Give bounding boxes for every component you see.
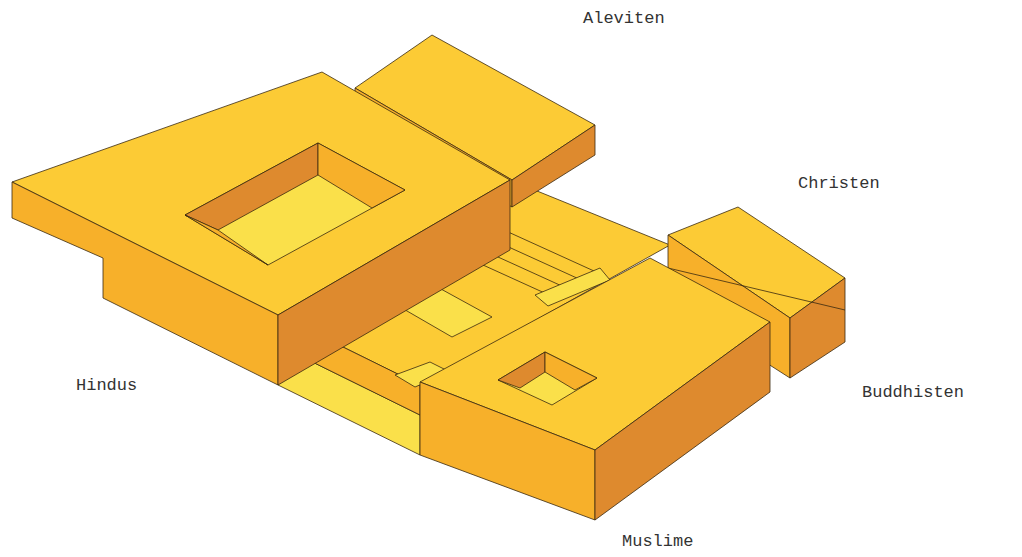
muslime-block	[595, 322, 770, 520]
religion-label: Christen	[798, 175, 880, 192]
courtyard-wall	[498, 352, 545, 388]
religion-label: Hindus	[76, 377, 137, 394]
religion-label: Muslime	[622, 533, 693, 550]
courtyard	[185, 143, 405, 265]
religion-label: Aleviten	[583, 10, 665, 27]
aleviten-block	[512, 125, 595, 207]
courtyard	[498, 352, 597, 405]
muslime-block	[420, 382, 595, 520]
religion-label: Buddhisten	[862, 384, 964, 401]
courtyard-wall	[318, 143, 405, 208]
courtyard-wall	[545, 352, 597, 390]
courtyard-wall	[185, 215, 268, 265]
christen-block	[790, 278, 845, 378]
courtyard-wall	[185, 143, 318, 230]
